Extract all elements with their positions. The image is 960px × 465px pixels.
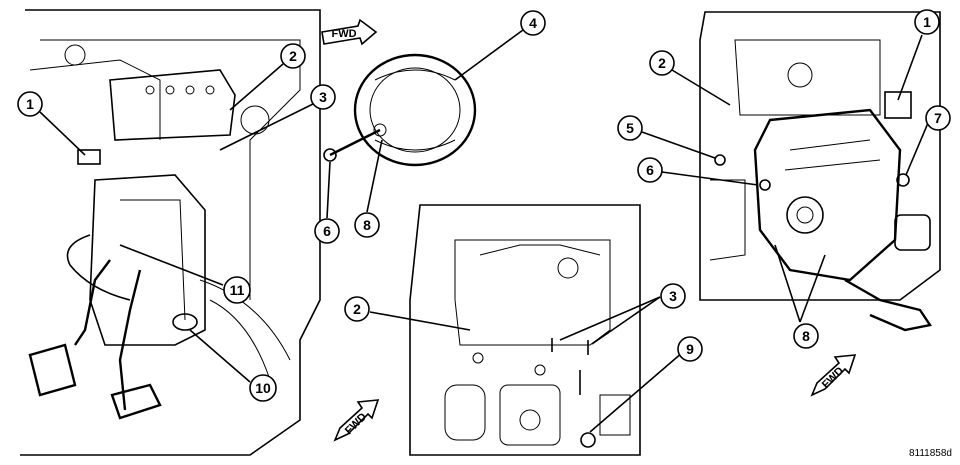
svg-text:6: 6: [646, 162, 654, 178]
center-bracket: [454, 239, 611, 346]
svg-text:4: 4: [529, 15, 537, 31]
callout-left-1: 1: [17, 91, 43, 117]
callout-right-2: 2: [649, 50, 675, 76]
pedal-support: [89, 174, 206, 346]
svg-text:1: 1: [923, 14, 931, 30]
callout-left-2: 2: [280, 43, 306, 69]
callout-right-1: 1: [914, 9, 940, 35]
callout-center-9: 9: [677, 336, 703, 362]
right-panel: [699, 11, 941, 332]
switch: [77, 149, 101, 165]
pedal-pad-right: [110, 383, 162, 420]
callout-right-5: 5: [617, 115, 643, 141]
callout-right-7: 7: [925, 105, 951, 131]
callout-center-2: 2: [344, 296, 370, 322]
svg-text:6: 6: [323, 223, 331, 239]
figure-id: 8111858d: [908, 448, 952, 459]
left-panel: [20, 9, 477, 456]
right-bracket: [734, 39, 881, 116]
callout-center-3: 3: [660, 283, 686, 309]
svg-text:10: 10: [255, 380, 271, 396]
callout-right-8: 8: [793, 323, 819, 349]
fwd-arrow-right: FWD: [810, 354, 857, 397]
svg-text:FWD: FWD: [820, 365, 846, 391]
svg-text:2: 2: [289, 48, 297, 64]
callout-left-4: 4: [520, 10, 546, 36]
pedal-bracket: [109, 69, 236, 141]
pedal-pad-left: [28, 343, 77, 397]
svg-text:3: 3: [669, 288, 677, 304]
svg-text:3: 3: [319, 89, 327, 105]
callout-left-8: 8: [354, 212, 380, 238]
leader-lines: [39, 29, 929, 433]
svg-text:11: 11: [230, 282, 245, 298]
svg-text:1: 1: [26, 96, 34, 112]
svg-text:FWD: FWD: [343, 411, 369, 437]
pedal-assembly: [753, 108, 902, 282]
pedal-arm-left: [74, 259, 111, 346]
svg-text:2: 2: [353, 301, 361, 317]
center-panel: [409, 204, 641, 456]
nut: [580, 432, 596, 448]
callout-right-6: 6: [637, 157, 663, 183]
fwd-arrow-top: FWD: [321, 18, 378, 46]
brake-booster: [353, 53, 477, 167]
callout-left-11: 11: [223, 276, 251, 304]
svg-text:2: 2: [658, 55, 666, 71]
callouts: 1 2 3 4 6 8 11 10: [17, 9, 951, 402]
svg-text:FWD: FWD: [331, 28, 356, 40]
switch-right: [884, 91, 912, 119]
pedal-arm-right: [118, 269, 142, 411]
callout-left-6: 6: [314, 218, 340, 244]
svg-text:9: 9: [686, 341, 694, 357]
svg-text:5: 5: [626, 120, 634, 136]
svg-text:7: 7: [934, 110, 942, 126]
callout-left-10: 10: [249, 374, 277, 402]
callout-left-3: 3: [310, 84, 336, 110]
svg-text:8: 8: [802, 328, 810, 344]
fwd-arrow-center: FWD: [333, 399, 380, 442]
svg-text:8: 8: [363, 217, 371, 233]
